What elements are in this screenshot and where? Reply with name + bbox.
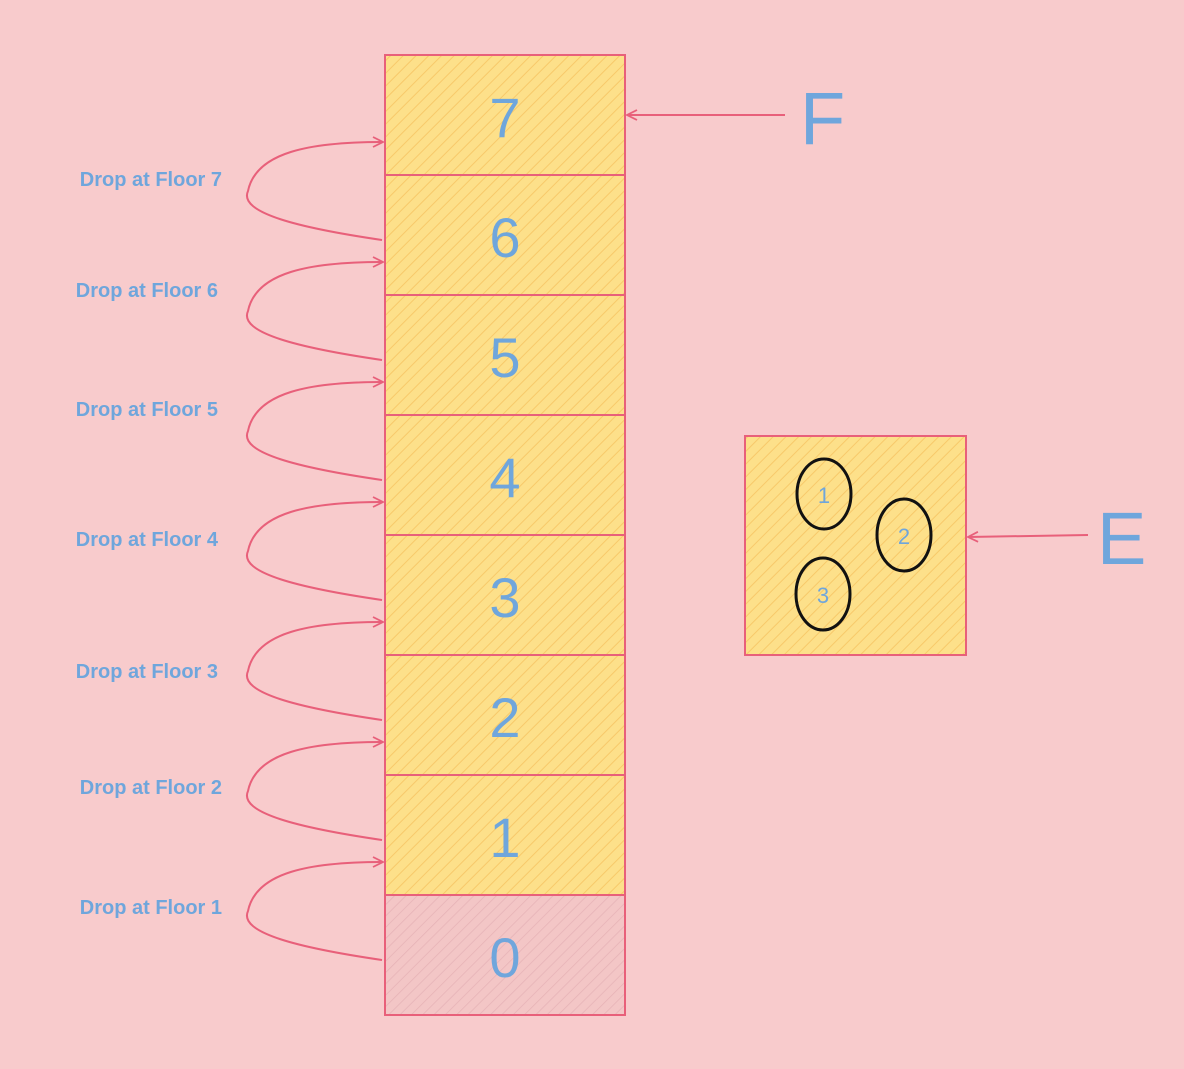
- egg-box-frame: [744, 435, 967, 656]
- floor-3: 3: [384, 534, 626, 656]
- egg-2: 2: [875, 497, 933, 573]
- drop-label: Drop at Floor 6: [76, 280, 218, 302]
- drop-arrow: [245, 622, 383, 721]
- drop-label: Drop at Floor 2: [80, 777, 222, 799]
- floor-box: [384, 54, 626, 176]
- floor-number: 5: [489, 326, 520, 389]
- drop-step: Drop at Floor 6: [76, 262, 383, 361]
- drop-label: Drop at Floor 4: [76, 529, 219, 551]
- drop-arrow: [245, 742, 383, 841]
- drop-arrow: [245, 142, 383, 241]
- e-arrow: [968, 535, 1089, 537]
- floors-label: F: [800, 77, 845, 160]
- floor-box: [384, 894, 626, 1016]
- building-pointer: F: [627, 77, 845, 160]
- floor-number: 1: [489, 806, 520, 869]
- eggs-label: E: [1097, 497, 1146, 580]
- egg-pointer: E: [968, 497, 1146, 580]
- floor-5: 5: [384, 294, 626, 416]
- egg-3-number: 3: [817, 583, 829, 608]
- drop-arrows: Drop at Floor 7 Drop at Floor 6 Drop at Fl…: [76, 142, 383, 961]
- drop-label: Drop at Floor 3: [76, 661, 218, 683]
- floor-7: 7: [384, 54, 626, 176]
- drop-arrow: [245, 262, 383, 361]
- floor-number: 3: [489, 566, 520, 629]
- floor-box: [384, 414, 626, 536]
- drop-step: Drop at Floor 4: [76, 502, 383, 601]
- drop-arrow: [245, 862, 383, 961]
- drop-arrow: [245, 382, 383, 481]
- drop-step: Drop at Floor 2: [80, 742, 383, 841]
- egg-1: 1: [795, 457, 853, 531]
- floor-box: [384, 534, 626, 656]
- floor-box: [384, 294, 626, 416]
- egg-box: 1 2 3: [744, 435, 967, 656]
- drop-step: Drop at Floor 5: [76, 382, 383, 481]
- floor-number: 7: [489, 86, 520, 149]
- egg-1-shape: [795, 457, 853, 531]
- floor-number: 0: [489, 926, 520, 989]
- egg-3: 3: [794, 556, 852, 632]
- floor-6: 6: [384, 174, 626, 296]
- floor-0: 0: [384, 894, 626, 1016]
- floor-2: 2: [384, 654, 626, 776]
- building: 7 6 5 4 3 2 1 0: [384, 54, 626, 1016]
- egg-2-shape: [875, 497, 933, 573]
- egg-1-number: 1: [818, 483, 830, 508]
- egg-3-shape: [794, 556, 852, 632]
- floor-box: [384, 654, 626, 776]
- drop-step: Drop at Floor 1: [80, 862, 383, 961]
- drop-arrow: [245, 502, 383, 601]
- drop-label: Drop at Floor 1: [80, 897, 222, 919]
- egg-2-number: 2: [898, 524, 910, 549]
- floor-number: 6: [489, 206, 520, 269]
- floor-box: [384, 174, 626, 296]
- floor-1: 1: [384, 774, 626, 896]
- drop-step: Drop at Floor 7: [80, 142, 383, 241]
- drop-label: Drop at Floor 5: [76, 399, 218, 421]
- floor-number: 2: [489, 686, 520, 749]
- floor-number: 4: [489, 446, 520, 509]
- floor-4: 4: [384, 414, 626, 536]
- drop-step: Drop at Floor 3: [76, 622, 383, 721]
- drop-label: Drop at Floor 7: [80, 169, 222, 191]
